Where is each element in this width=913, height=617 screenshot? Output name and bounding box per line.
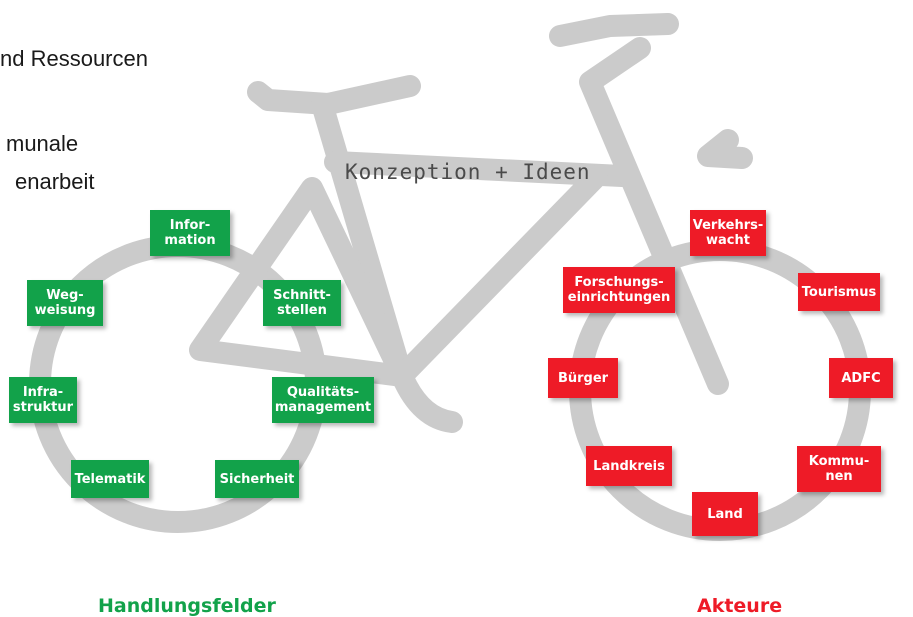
box-adfc: ADFC: [829, 358, 893, 398]
handlebar: [549, 13, 679, 47]
box-sicherheit: Sicherheit: [215, 460, 299, 498]
box-qualitaetsmanagement: Qualitäts- management: [272, 377, 374, 423]
box-schnittstellen: Schnitt- stellen: [263, 280, 341, 326]
box-information: Infor- mation: [150, 210, 230, 256]
down-tube: [189, 177, 413, 387]
box-landkreis: Landkreis: [586, 446, 672, 486]
box-tourismus: Tourismus: [798, 273, 880, 311]
bike-label: Konzeption + Ideen: [345, 160, 591, 184]
box-infrastruktur: Infra- struktur: [9, 377, 77, 423]
caption-handlungsfelder: Handlungsfelder: [98, 595, 276, 617]
caption-akteure: Akteure: [697, 595, 783, 617]
box-wegweisung: Weg- weisung: [27, 280, 103, 326]
text-fragment-3: enarbeit: [15, 169, 95, 194]
handlebar-grip: [697, 129, 753, 169]
text-fragment-1: nd Ressourcen: [0, 46, 148, 71]
box-forschungseinrichtungen: Forschungs- einrichtungen: [563, 267, 675, 313]
box-land: Land: [692, 492, 758, 536]
seat: [247, 75, 421, 115]
text-fragment-2: munale: [6, 131, 79, 156]
box-kommunen: Kommu- nen: [797, 446, 881, 492]
box-buerger: Bürger: [548, 358, 618, 398]
box-verkehrswacht: Verkehrs- wacht: [690, 210, 766, 256]
crank: [391, 365, 463, 433]
fork: [391, 165, 608, 387]
box-telematik: Telematik: [71, 460, 149, 498]
front-fork-arm: [579, 37, 729, 395]
top-tube: [324, 151, 633, 187]
